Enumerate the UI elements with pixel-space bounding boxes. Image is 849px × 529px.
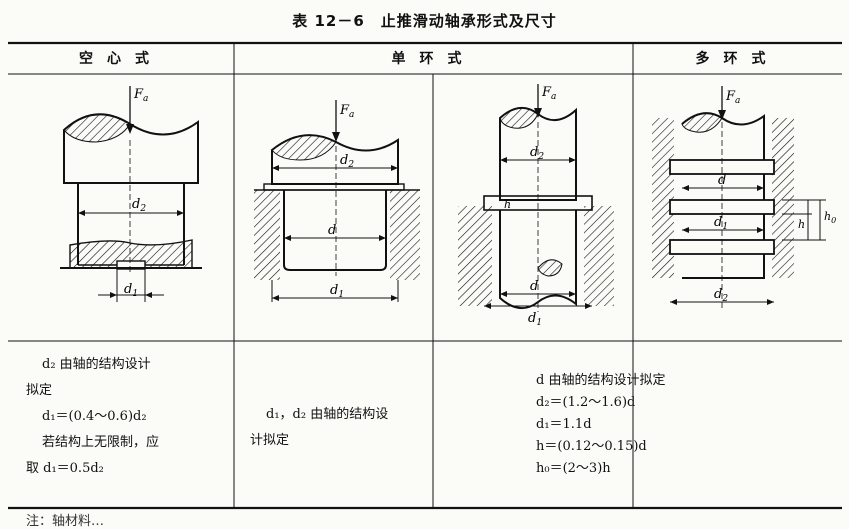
note-hollow: d₂ 由轴的结构设计 拟定 d₁＝(0.4～0.6)d₂ 若结构上无限制，应 取…: [26, 352, 230, 482]
label-d1: d1: [528, 311, 542, 328]
note-multi-line3: d₁＝1.1d: [536, 417, 592, 432]
label-fa: Fa: [339, 103, 354, 120]
label-d2: d2: [340, 153, 354, 170]
header-multi-collar: 多环式: [695, 51, 780, 67]
label-h0: h0: [824, 210, 836, 225]
figure-multi-collar: Fa d d1 d2 h h0: [652, 86, 836, 310]
header-single-collar: 单环式: [391, 51, 476, 67]
note-hollow-line3: d₁＝(0.4～0.6)d₂: [42, 409, 147, 424]
table-title: 表 12－6 止推滑动轴承形式及尺寸: [292, 12, 557, 30]
label-fa: Fa: [133, 87, 148, 104]
label-fa: Fa: [725, 89, 740, 106]
note-hollow-line5: 取 d₁＝0.5d₂: [26, 461, 104, 476]
label-d: d: [328, 223, 336, 238]
label-d2: d2: [132, 197, 146, 214]
note-multi-collar: d 由轴的结构设计拟定 d₂＝(1.2～1.6)d d₁＝1.1d h＝(0.1…: [536, 370, 776, 480]
label-d1: d1: [714, 215, 728, 232]
note-hollow-line1: d₂ 由轴的结构设计: [42, 357, 151, 372]
note-single-line2: 计拟定: [250, 433, 290, 448]
label-h: h: [504, 198, 511, 211]
label-h: h: [798, 218, 805, 231]
note-single-line1: d₁，d₂ 由轴的结构设: [266, 407, 389, 422]
label-d: d: [718, 173, 726, 188]
label-d2: d2: [714, 287, 728, 304]
footnote: 注：轴材料…: [26, 514, 105, 529]
figure-hollow: Fa d2 d1: [60, 86, 202, 302]
header-hollow: 空心式: [79, 51, 163, 67]
note-multi-line4: h＝(0.12～0.15)d: [536, 439, 647, 454]
label-fa: Fa: [541, 85, 556, 102]
note-multi-line5: h₀＝(2～3)h: [536, 461, 611, 476]
label-d2: d2: [530, 145, 544, 162]
note-hollow-line4: 若结构上无限制，应: [42, 435, 160, 450]
label-d1: d1: [330, 283, 344, 300]
note-multi-line1: d 由轴的结构设计拟定: [536, 373, 666, 388]
figure-single-collar-b: h Fa d2 d d1: [458, 84, 614, 328]
note-single-collar: d₁，d₂ 由轴的结构设 计拟定: [250, 402, 430, 454]
label-d1: d1: [124, 282, 138, 299]
label-d: d: [530, 279, 538, 294]
figure-single-collar-a: Fa d2 d d1: [254, 100, 420, 302]
note-hollow-line2: 拟定: [26, 383, 53, 398]
note-multi-line2: d₂＝(1.2～1.6)d: [536, 395, 636, 410]
